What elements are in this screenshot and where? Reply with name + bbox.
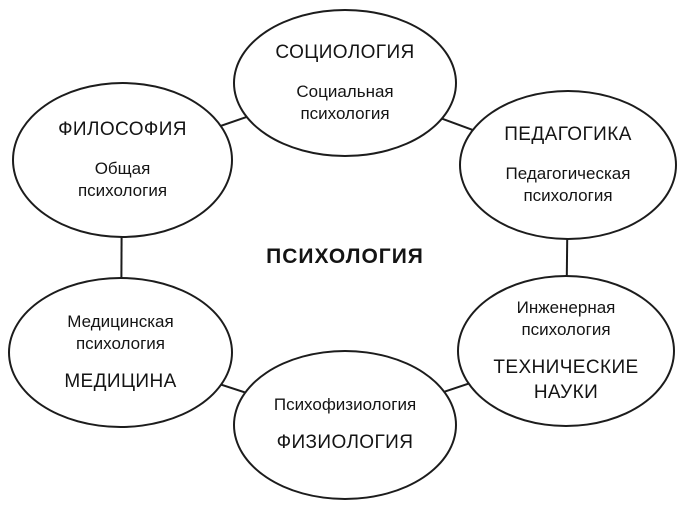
node-technical-discipline: ТЕХНИЧЕСКИЕ НАУКИ xyxy=(493,357,639,403)
node-pedagogy: ПЕДАГОГИКА Педагогическая психология xyxy=(459,90,677,240)
node-pedagogy-branch: Педагогическая психология xyxy=(505,163,631,205)
node-medicine-branch: Медицинская психология xyxy=(67,311,174,353)
node-pedagogy-discipline: ПЕДАГОГИКА xyxy=(504,124,632,146)
node-sociology: СОЦИОЛОГИЯ Социальная психология xyxy=(233,9,457,157)
node-sociology-discipline: СОЦИОЛОГИЯ xyxy=(275,42,415,64)
node-philosophy: ФИЛОСОФИЯ Общая психология xyxy=(12,82,233,238)
center-label: ПСИХОЛОГИЯ xyxy=(266,245,424,268)
node-medicine-discipline: МЕДИЦИНА xyxy=(64,370,177,392)
node-physiology-branch: Психофизиология xyxy=(273,395,417,415)
node-philosophy-branch: Общая психология xyxy=(77,158,168,200)
node-physiology-discipline: ФИЗИОЛОГИЯ xyxy=(276,432,414,454)
node-technical: Инженерная психология ТЕХНИЧЕСКИЕ НАУКИ xyxy=(457,275,675,427)
node-physiology: Психофизиология ФИЗИОЛОГИЯ xyxy=(233,350,457,500)
node-medicine: Медицинская психология МЕДИЦИНА xyxy=(8,277,233,428)
node-sociology-branch: Социальная психология xyxy=(296,81,394,123)
node-technical-branch: Инженерная психология xyxy=(516,298,616,340)
node-philosophy-discipline: ФИЛОСОФИЯ xyxy=(58,119,187,141)
